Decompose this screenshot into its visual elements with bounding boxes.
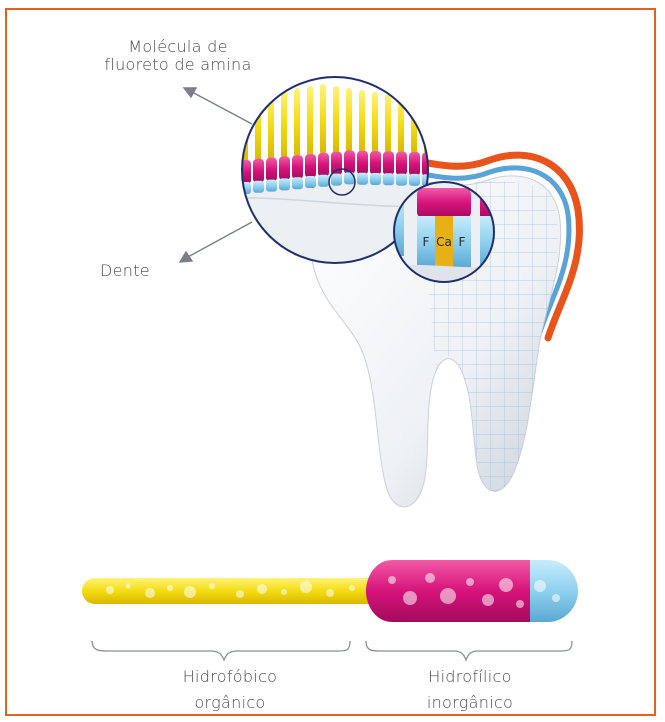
bubble xyxy=(499,578,513,592)
hydrophobic-label-line1: Hidrofóbico xyxy=(150,664,310,690)
ion-fluoride-right: F xyxy=(459,235,466,249)
bubble xyxy=(425,573,435,583)
bubble xyxy=(209,583,215,589)
molecule-label-line1: Molécula de xyxy=(78,38,278,56)
molecule-diagram xyxy=(82,560,578,622)
bubble xyxy=(300,581,312,593)
bubble xyxy=(236,590,244,598)
hydrophilic-label-line1: Hidrofílico xyxy=(390,664,550,690)
bubble xyxy=(257,584,267,594)
bubble xyxy=(482,594,494,606)
bubble xyxy=(466,578,474,586)
ion-fluoride-left: F xyxy=(423,235,430,249)
hydrophilic-label: Hidrofílico inorgânico xyxy=(390,664,550,716)
bubble xyxy=(106,586,114,594)
ion-calcium: Ca xyxy=(436,235,452,249)
bubble xyxy=(167,585,173,591)
hydrophilic-label-line2: inorgânico xyxy=(390,690,550,716)
molecule-label-line2: fluoreto de amina xyxy=(78,56,278,74)
bubble xyxy=(349,585,355,591)
tooth-label: Dente xyxy=(100,262,150,280)
bubble xyxy=(534,580,546,592)
braces xyxy=(92,641,572,660)
bubble xyxy=(145,588,155,598)
molecule-label: Molécula de fluoreto de amina xyxy=(78,38,278,75)
bubble xyxy=(403,591,417,605)
bubble xyxy=(388,576,396,584)
bubble xyxy=(281,589,287,595)
bubble xyxy=(184,586,196,598)
hydrophobic-label-line2: orgânico xyxy=(150,690,310,716)
ion-zoom-lens: F Ca F xyxy=(394,182,494,282)
bubble xyxy=(126,584,131,589)
hydrophobic-label: Hidrofóbico orgânico xyxy=(150,664,310,716)
bubble xyxy=(552,594,560,602)
bubble xyxy=(326,589,334,597)
bubble xyxy=(516,600,524,608)
bubble xyxy=(440,588,456,604)
hydrophobic-tail-bar xyxy=(82,578,382,604)
